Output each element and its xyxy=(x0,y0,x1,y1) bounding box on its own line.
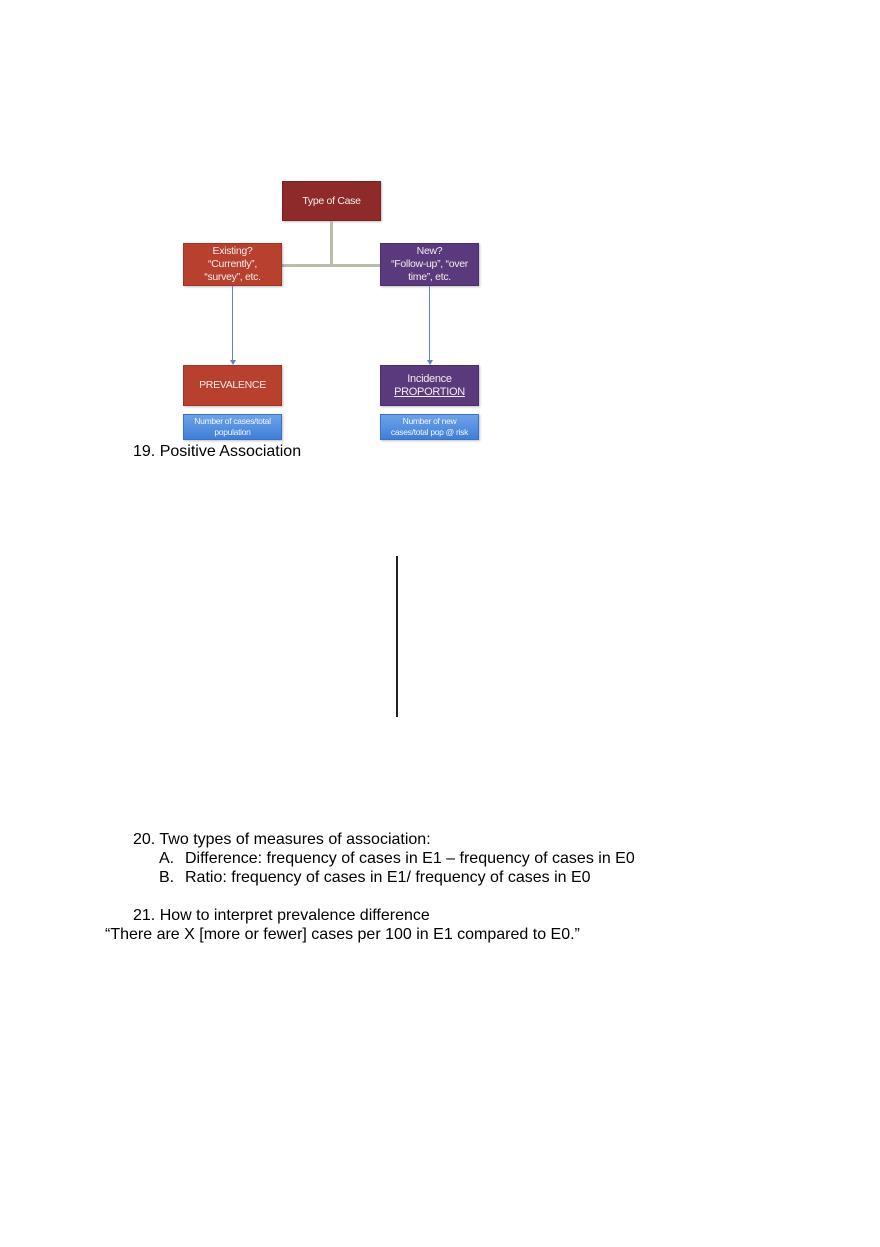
incidence-formula-box: Number of new cases/total pop @ risk xyxy=(380,414,479,440)
incidence-formula-line1: Number of new xyxy=(402,416,457,426)
incidence-formula-line2: cases/total pop @ risk xyxy=(390,427,469,437)
type-of-case-box: Type of Case xyxy=(282,181,381,221)
prevalence-formula-box: Number of cases/total population xyxy=(183,414,282,440)
item-21-heading: 21. How to interpret prevalence differen… xyxy=(133,907,430,924)
incidence-line1: Incidence xyxy=(407,372,452,385)
new-line1: New? xyxy=(416,245,443,257)
vertical-divider-line xyxy=(396,556,398,717)
new-case-box: New? “Follow-up”, “over time”, etc. xyxy=(380,243,479,286)
arrow-existing-to-prevalence xyxy=(231,286,233,360)
prevalence-formula-line2: population xyxy=(214,427,251,437)
item-20a-marker: A. xyxy=(159,850,175,867)
item-20-heading: 20. Two types of measures of association… xyxy=(133,831,431,848)
prevalence-box: PREVALENCE xyxy=(183,365,282,406)
prevalence-label: PREVALENCE xyxy=(199,379,266,391)
arrow-head-icon xyxy=(229,360,236,365)
prevalence-formula-line1: Number of cases/total xyxy=(194,416,271,426)
item-20b-text: Ratio: frequency of cases in E1/ frequen… xyxy=(185,869,591,886)
arrow-head-icon xyxy=(426,360,433,365)
existing-line3: “survey”, etc. xyxy=(204,271,261,283)
item-20b-marker: B. xyxy=(159,869,175,886)
connector-vertical xyxy=(330,221,333,266)
new-line3: time”, etc. xyxy=(408,271,451,283)
arrow-new-to-incidence xyxy=(428,286,430,360)
connector-horizontal xyxy=(282,264,380,267)
item-19-heading: 19. Positive Association xyxy=(133,443,302,460)
existing-case-box: Existing? “Currently”, “survey”, etc. xyxy=(183,243,282,286)
incidence-line2: PROPORTION xyxy=(394,385,465,398)
existing-line1: Existing? xyxy=(212,245,253,257)
item-20a-text: Difference: frequency of cases in E1 – f… xyxy=(185,850,635,867)
item-21-quote: “There are X [more or fewer] cases per 1… xyxy=(105,926,580,943)
existing-line2: “Currently”, xyxy=(208,258,257,270)
incidence-proportion-box: Incidence PROPORTION xyxy=(380,365,479,406)
new-line2: “Follow-up”, “over xyxy=(391,258,468,270)
type-of-case-label: Type of Case xyxy=(302,194,361,207)
